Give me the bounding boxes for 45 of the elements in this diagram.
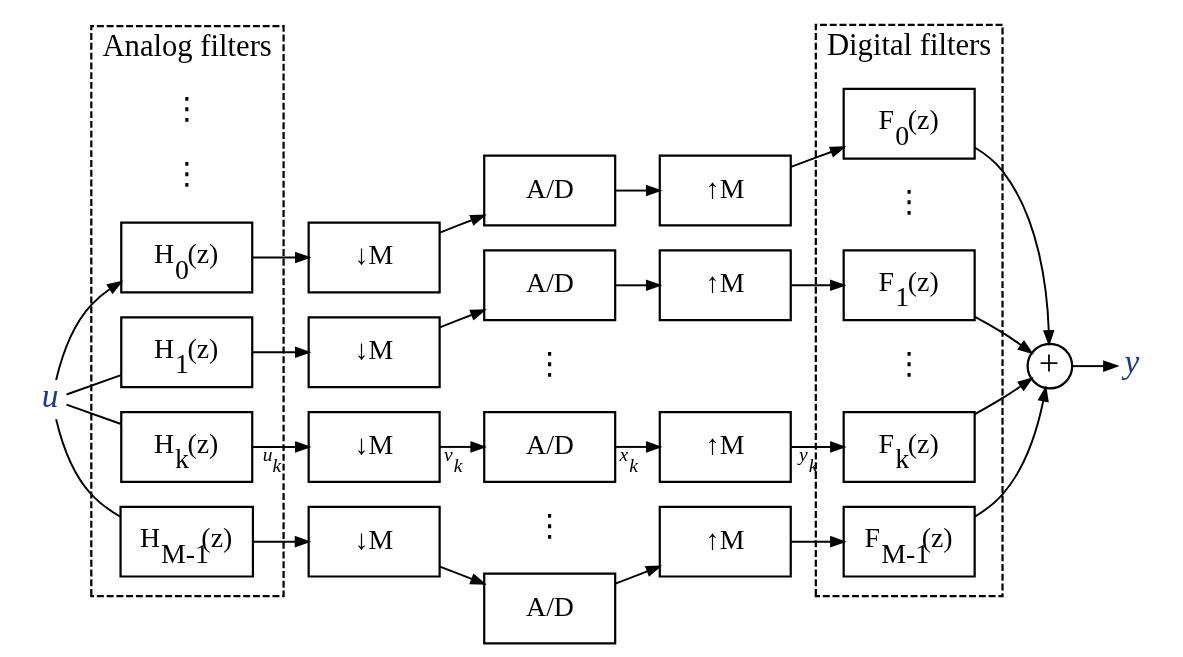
arrow [973,385,1049,518]
arrow [614,441,663,453]
node-box: ↓M [307,316,441,389]
arrow [790,535,847,548]
arrow [251,346,312,358]
connector [65,374,123,396]
arrow [790,441,847,453]
node-text: u [41,376,59,414]
connector [65,403,123,426]
arrow [614,279,663,292]
node-box: ↑M [658,411,792,483]
node-box: ↑M [658,505,792,578]
arrow [1071,360,1120,372]
node-box: A/D [483,411,617,483]
arrow [438,441,487,453]
node-box: ↑M [658,249,792,322]
arrow [790,146,847,168]
arrow [973,146,1055,347]
node-box: ↓M [307,221,441,294]
label: ⋮ [893,184,925,220]
arrow [974,315,1034,355]
arrow [790,279,847,292]
node-circle: + [1026,342,1074,390]
arrow [614,184,663,197]
label: ⋮ [171,156,203,192]
label: ⋮ [534,345,566,381]
label: ⋮ [534,507,566,543]
arrow [973,377,1034,416]
label: ⋮ [171,90,203,126]
label: ⋮ [893,345,925,381]
node-box: ↑M [658,154,792,227]
arrow [251,251,312,264]
node-box: A/D [483,572,617,645]
arrow [252,535,312,548]
node-box: A/D [483,154,617,227]
arrow [614,565,663,585]
arrow [55,280,124,381]
arrow [438,214,487,234]
arrow [438,565,487,585]
arrow [438,309,487,329]
node-box: A/D [483,249,617,322]
arrow [251,441,312,453]
node-box: ↓M [307,505,441,578]
node-box: ↓M [307,411,441,483]
connector [55,418,122,518]
